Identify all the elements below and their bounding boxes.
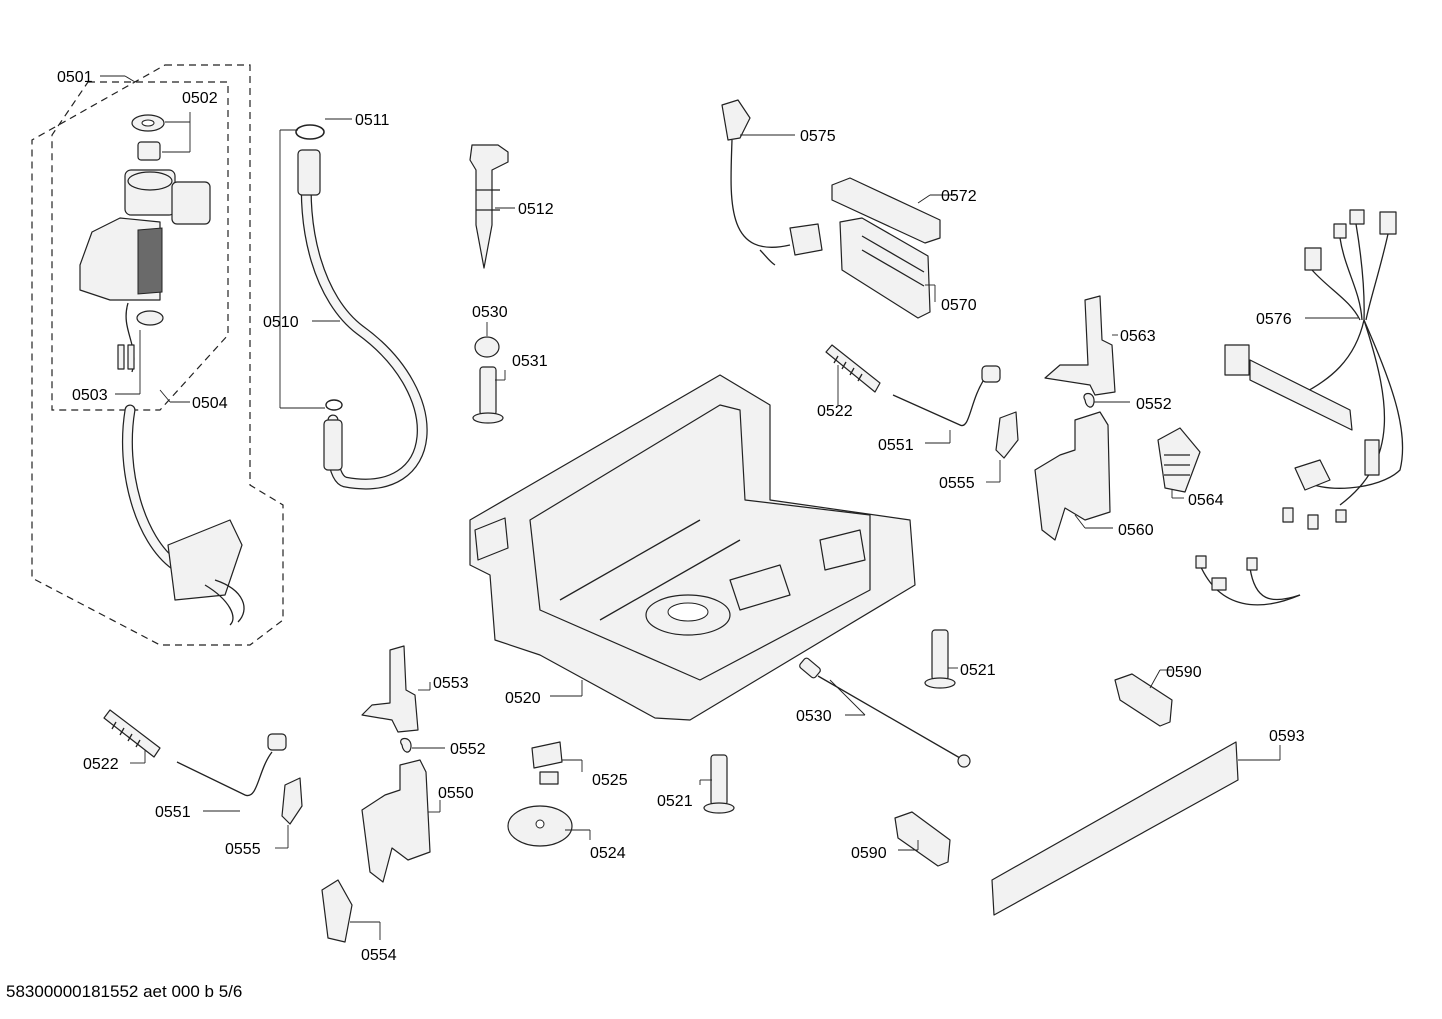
mains-cable [721, 99, 823, 266]
label-0510: 0510 [263, 314, 299, 331]
label-0511: 0511 [355, 112, 390, 129]
label-0560: 0560 [1118, 522, 1154, 539]
hinge-upper-0553 [361, 645, 419, 733]
label-0501: 0501 [57, 69, 93, 86]
label-0522-upper: 0522 [817, 403, 853, 420]
hinge-plate-0560 [1034, 411, 1111, 541]
foot-screw-0531 [472, 366, 504, 424]
drawing-footer-code: 58300000181552 aet 000 b 5/6 [6, 982, 243, 1001]
label-0550: 0550 [438, 785, 474, 802]
foot-strip-0590-right [1114, 673, 1173, 727]
door-cable-0551-upper [892, 365, 1001, 427]
label-0502: 0502 [182, 90, 218, 107]
label-0554: 0554 [361, 947, 397, 964]
label-0552-upper: 0552 [1136, 396, 1172, 413]
label-0551-lower: 0551 [155, 804, 191, 821]
label-0530-upper: 0530 [472, 304, 508, 321]
door-cable-0551-lower [176, 733, 287, 797]
assembly-0502-outline [51, 81, 229, 411]
hinge-upper-0563 [1044, 295, 1116, 396]
foot-0530-cap [474, 336, 500, 358]
label-0593: 0593 [1269, 728, 1305, 745]
cable-guide-0555-upper [995, 411, 1019, 459]
adjusting-rod-0530 [799, 657, 971, 768]
label-0524: 0524 [590, 845, 626, 862]
label-0572: 0572 [941, 188, 977, 205]
hinge-lever-0552-lower [400, 737, 412, 753]
control-cover-0572 [831, 177, 941, 244]
label-0570: 0570 [941, 297, 977, 314]
drain-hose [295, 124, 428, 490]
wiring-harness [1195, 209, 1404, 606]
label-0521-center: 0521 [657, 793, 693, 810]
label-0521-right: 0521 [960, 662, 996, 679]
label-0590-lower: 0590 [851, 845, 887, 862]
assembly-0501-outline [31, 64, 284, 646]
aquastop-valve [79, 114, 211, 373]
foot-screw-0521-right [924, 629, 956, 689]
aquastop-hose [122, 404, 245, 626]
label-0555-lower: 0555 [225, 841, 261, 858]
label-0551-upper: 0551 [878, 437, 914, 454]
label-0575: 0575 [800, 128, 836, 145]
label-0503: 0503 [72, 387, 108, 404]
door-spring-0522-upper [825, 344, 881, 393]
toe-kick-0593 [991, 741, 1239, 916]
label-0563: 0563 [1120, 328, 1156, 345]
part-labels: 0501 0502 0503 0504 0510 0511 0512 0520 … [57, 69, 1305, 964]
label-0553: 0553 [433, 675, 469, 692]
label-0576: 0576 [1256, 311, 1292, 328]
leader-lines [100, 75, 1358, 940]
hinge-plate-0550 [361, 759, 431, 883]
label-0564: 0564 [1188, 492, 1224, 509]
label-0590-right: 0590 [1166, 664, 1202, 681]
foot-strip-0590-lower [894, 811, 951, 867]
label-0530-lower: 0530 [796, 708, 832, 725]
label-0555-upper: 0555 [939, 475, 975, 492]
disc-0524 [507, 805, 573, 847]
hinge-lever-0552-upper [1083, 392, 1095, 408]
label-0552-lower: 0552 [450, 741, 486, 758]
label-0512: 0512 [518, 201, 554, 218]
label-0504: 0504 [192, 395, 228, 412]
hose-holder-0512 [469, 144, 509, 269]
label-0520: 0520 [505, 690, 541, 707]
cable-guide-0555-lower [281, 777, 303, 825]
label-0522-lower: 0522 [83, 756, 119, 773]
hinge-cover-0564 [1157, 427, 1201, 493]
base-tub-0520 [469, 374, 916, 721]
foot-screw-0521-center [703, 754, 735, 814]
label-0525: 0525 [592, 772, 628, 789]
label-0531: 0531 [512, 353, 548, 370]
hinge-cover-0554 [321, 879, 353, 943]
control-module-0570 [839, 217, 931, 319]
clip-0525 [531, 741, 563, 785]
door-spring-0522-lower [103, 709, 161, 758]
